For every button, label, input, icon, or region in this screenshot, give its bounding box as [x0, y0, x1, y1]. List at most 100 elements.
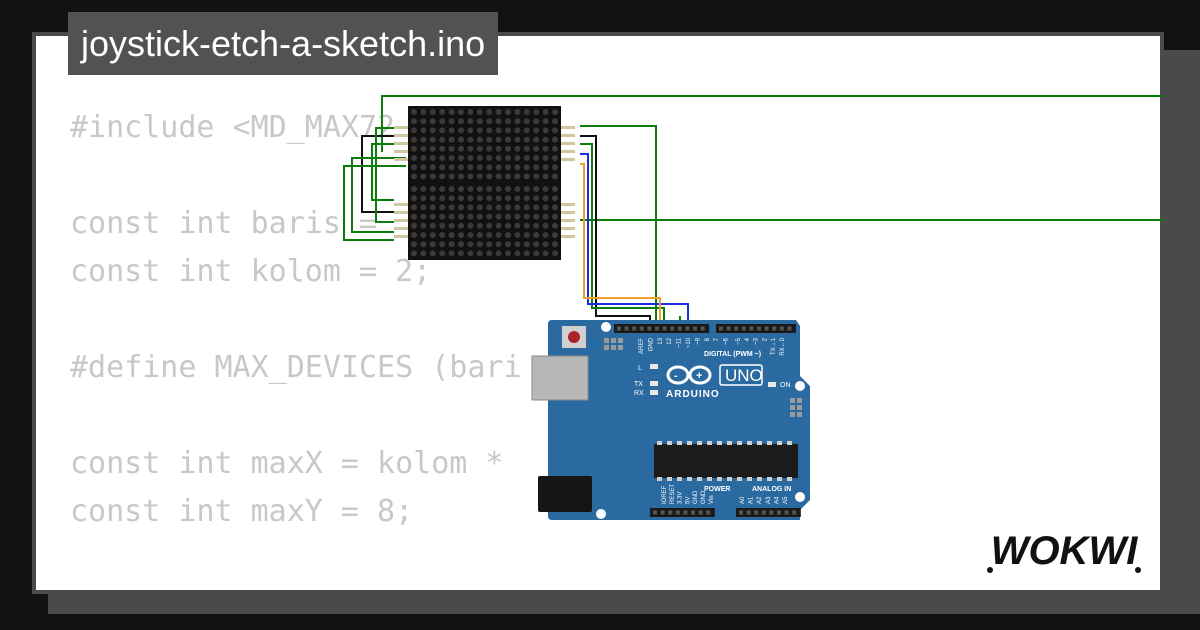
- wire[interactable]: [580, 153, 689, 332]
- header-pin: [754, 510, 759, 515]
- led-dot: [486, 173, 493, 180]
- led-dot: [476, 250, 483, 257]
- header-pin: [746, 510, 751, 515]
- led-dot: [467, 136, 474, 143]
- led-dot: [458, 241, 464, 248]
- led-dot: [542, 222, 549, 229]
- led-dot: [523, 195, 530, 202]
- analog-pin-header[interactable]: [736, 508, 801, 517]
- led-dot: [467, 186, 474, 192]
- wire[interactable]: [580, 143, 665, 332]
- power-header-label: POWER: [704, 486, 730, 493]
- reset-button[interactable]: [568, 331, 580, 343]
- led-dot: [552, 204, 558, 211]
- pin-label: IOREF: [662, 485, 668, 504]
- wire[interactable]: [371, 143, 406, 201]
- led-dot: [533, 155, 540, 161]
- wire[interactable]: [343, 165, 406, 241]
- usb-port[interactable]: [531, 355, 589, 401]
- led-dot: [542, 109, 549, 115]
- power-jack[interactable]: [538, 476, 592, 512]
- led-dot: [486, 109, 493, 115]
- led-dot: [495, 118, 502, 125]
- led-dot: [476, 145, 483, 152]
- header-pin: [764, 326, 769, 331]
- wire[interactable]: [580, 163, 661, 332]
- led-dot: [429, 186, 436, 192]
- matrix-pin: [394, 134, 408, 137]
- led-dot: [467, 222, 474, 229]
- led-dot: [523, 109, 530, 115]
- led-dot: [495, 241, 502, 248]
- led-dot: [533, 222, 540, 229]
- pin-label: 7: [714, 337, 720, 341]
- led-dot: [476, 173, 483, 180]
- pin-label: GND: [693, 490, 699, 504]
- led-dot: [486, 222, 493, 229]
- digital-pin-header[interactable]: [614, 324, 796, 333]
- led-dot: [420, 232, 427, 238]
- header-pin: [668, 510, 673, 515]
- wire[interactable]: [580, 135, 651, 332]
- led-dot: [505, 136, 511, 143]
- led-dot: [533, 145, 540, 152]
- header-pin: [777, 510, 781, 515]
- led-matrix[interactable]: [394, 106, 575, 183]
- power-pin-header[interactable]: [650, 508, 715, 517]
- header-pin: [677, 326, 682, 331]
- led-dot: [448, 136, 455, 143]
- led-dot: [542, 213, 549, 220]
- led-dot: [514, 155, 521, 161]
- led-dot: [411, 164, 417, 171]
- pin-label: 5V: [685, 497, 691, 504]
- led-dot: [448, 222, 455, 229]
- led-dot: [448, 232, 455, 238]
- led-dot: [552, 222, 558, 229]
- led-dot: [420, 222, 427, 229]
- led-dot: [523, 155, 530, 161]
- led-dot: [458, 118, 464, 125]
- wire[interactable]: [361, 135, 406, 213]
- led-dot: [467, 213, 474, 220]
- matrix-pin: [561, 126, 575, 129]
- wire[interactable]: [381, 95, 1164, 152]
- wire[interactable]: [351, 157, 406, 233]
- mount-hole: [596, 509, 606, 519]
- led-dot: [467, 173, 474, 180]
- led-dot: [552, 232, 558, 238]
- led-dot: [467, 145, 474, 152]
- wire[interactable]: [375, 127, 406, 223]
- digital-header-label: DIGITAL (PWM ~): [704, 351, 761, 358]
- led-dot: [467, 164, 474, 171]
- header-pin: [757, 326, 761, 331]
- led-dot: [523, 250, 530, 257]
- wokwi-logo-text: WOKWI: [991, 529, 1139, 573]
- header-pin: [693, 326, 697, 331]
- led-dot: [542, 136, 549, 143]
- header-pin: [698, 510, 703, 515]
- code-line: const int maxX = kolom *: [70, 446, 504, 481]
- led-dot: [429, 155, 436, 161]
- led-dot: [448, 127, 455, 134]
- arduino-logo-icon: [666, 365, 712, 385]
- led-dot: [429, 145, 436, 152]
- led-dot: [542, 164, 549, 171]
- led-dot: [552, 241, 558, 248]
- header-pin: [639, 326, 644, 331]
- pin-label: ~9: [695, 337, 701, 345]
- led-dot: [429, 250, 436, 257]
- led-dot: [467, 127, 474, 134]
- header-pin: [685, 326, 690, 331]
- wire[interactable]: [580, 125, 657, 332]
- led-dot: [486, 241, 493, 248]
- matrix-pin: [394, 219, 408, 222]
- icsp-header: [604, 338, 623, 350]
- led-dot: [420, 195, 427, 202]
- led-dot: [486, 232, 493, 238]
- led-dot: [467, 204, 474, 211]
- led-dot: [542, 195, 549, 202]
- led-dot: [533, 118, 540, 125]
- header-pin: [653, 510, 657, 515]
- led-matrix[interactable]: [394, 183, 575, 260]
